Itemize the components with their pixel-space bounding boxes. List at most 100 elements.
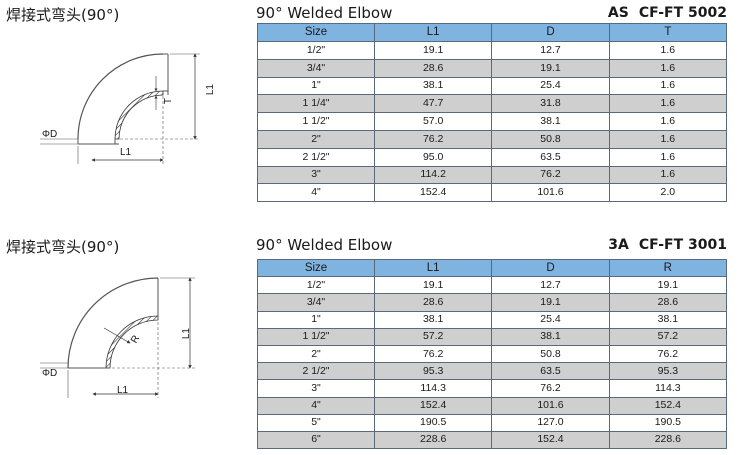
table-cell-d: 101.6 [491, 183, 610, 203]
table-cell-t: 1.6 [608, 165, 728, 185]
table-cell-d: 38.1 [491, 112, 610, 131]
spec-section-as: 焊接式弯头(90°) [0, 0, 751, 203]
column-header-d: D [491, 23, 610, 42]
table-cell-size: 2 1/2" [257, 147, 375, 167]
table-cell-d: 63.5 [491, 362, 610, 381]
table-cell-r: 228.6 [608, 430, 728, 450]
table-cell-r: 57.2 [608, 327, 728, 346]
elbow-drawing-radius [40, 277, 195, 398]
table-cell-t: 1.6 [608, 147, 728, 167]
elbow-drawing-thickness [40, 53, 200, 164]
table-cell-size: 2" [257, 129, 375, 149]
english-title: 90° Welded Elbow [256, 236, 393, 254]
table-cell-t: 1.6 [608, 94, 728, 114]
column-header-l1: L1 [373, 258, 493, 278]
label-thickness: T [163, 98, 174, 105]
table-cell-t: 1.6 [608, 129, 728, 149]
table-cell-d: 31.8 [491, 94, 610, 114]
code-label: CF-FT 3001 [638, 237, 727, 253]
standard-label: AS [607, 5, 629, 21]
table-cell-r: 190.5 [608, 413, 728, 432]
table-cell-size: 3/4" [257, 293, 375, 312]
table-cell-d: 25.4 [491, 76, 610, 96]
table-cell-size: 1/2" [257, 276, 375, 295]
table-cell-t: 1.6 [608, 58, 728, 78]
table-cell-l1: 28.6 [373, 293, 493, 312]
table-cell-t: 2.0 [608, 183, 728, 203]
code-label: CF-FT 5002 [638, 5, 727, 21]
label-l1-vertical: L1 [205, 84, 216, 96]
table-cell-size: 2" [257, 344, 375, 364]
table-cell-l1: 38.1 [373, 76, 493, 96]
label-diameter: ΦD [42, 368, 58, 379]
table-cell-l1: 95.3 [373, 362, 493, 381]
standard-label: 3A [608, 237, 629, 253]
table-cell-l1: 190.5 [373, 413, 493, 432]
product-code: AS CF-FT 5002 [608, 5, 727, 21]
table-cell-r: 76.2 [608, 344, 728, 364]
table-cell-l1: 114.2 [373, 165, 493, 185]
table-cell-t: 1.6 [608, 76, 728, 96]
table-cell-size: 3" [257, 379, 375, 398]
label-l1-vertical: L1 [181, 328, 192, 340]
table-cell-size: 5" [257, 413, 375, 432]
english-title: 90° Welded Elbow [256, 4, 393, 22]
column-header-r: R [608, 258, 728, 278]
table-cell-size: 3/4" [257, 58, 375, 78]
table-cell-size: 1 1/4" [257, 94, 375, 114]
table-cell-d: 76.2 [491, 165, 610, 185]
table-cell-size: 1" [257, 76, 375, 96]
chinese-title: 焊接式弯头(90°) [6, 6, 120, 24]
product-code: 3A CF-FT 3001 [608, 237, 727, 253]
table-cell-l1: 57.0 [373, 112, 493, 131]
table-cell-d: 63.5 [491, 147, 610, 167]
table-cell-d: 19.1 [491, 58, 610, 78]
table-cell-d: 76.2 [491, 379, 610, 398]
table-cell-l1: 19.1 [373, 41, 493, 60]
table-cell-l1: 114.3 [373, 379, 493, 398]
table-cell-r: 19.1 [608, 276, 728, 295]
table-cell-t: 1.6 [608, 112, 728, 131]
table-cell-l1: 19.1 [373, 276, 493, 295]
table-cell-size: 1/2" [257, 41, 375, 60]
table-cell-d: 12.7 [491, 41, 610, 60]
label-l1-horizontal: L1 [120, 147, 132, 158]
table-cell-l1: 28.6 [373, 58, 493, 78]
column-header-d: D [491, 258, 610, 278]
table-cell-size: 6" [257, 430, 375, 450]
column-header-l1: L1 [373, 23, 493, 42]
table-cell-r: 95.3 [608, 362, 728, 381]
table-cell-size: 4" [257, 396, 375, 415]
table-cell-r: 114.3 [608, 379, 728, 398]
table-cell-l1: 47.7 [373, 94, 493, 114]
table-cell-r: 38.1 [608, 310, 728, 329]
table-cell-size: 4" [257, 183, 375, 203]
label-l1-horizontal: L1 [117, 385, 129, 396]
table-cell-size: 1" [257, 310, 375, 329]
table-cell-l1: 76.2 [373, 129, 493, 149]
table-cell-size: 1 1/2" [257, 327, 375, 346]
table-cell-d: 12.7 [491, 276, 610, 295]
table-cell-size: 3" [257, 165, 375, 185]
chinese-title: 焊接式弯头(90°) [6, 238, 120, 256]
table-cell-l1: 57.2 [373, 327, 493, 346]
